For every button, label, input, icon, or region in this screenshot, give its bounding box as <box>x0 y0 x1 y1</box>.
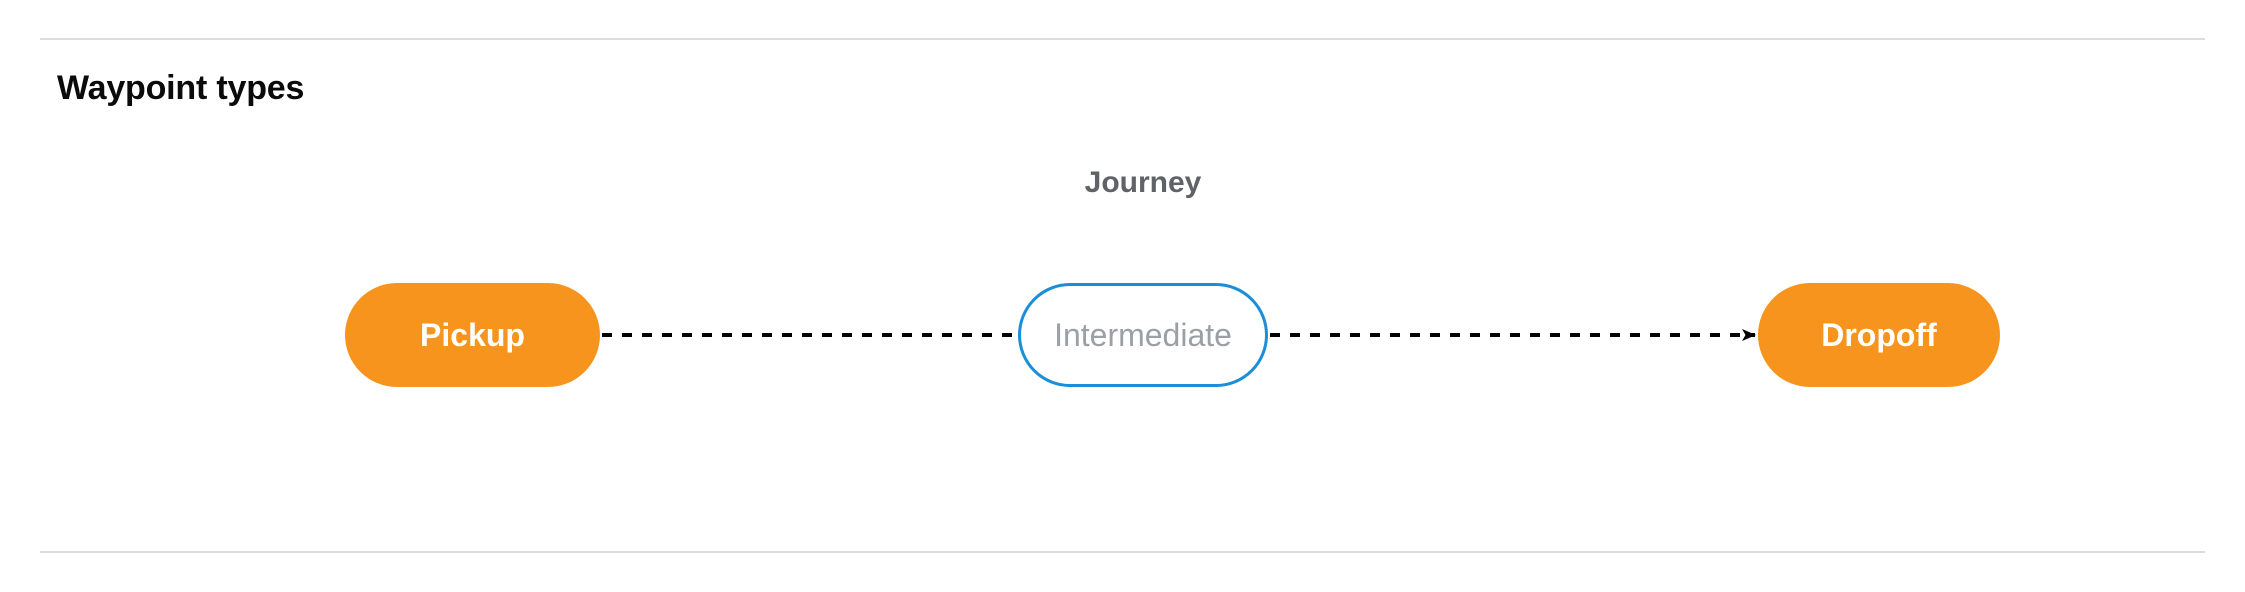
node-pickup-label: Pickup <box>420 317 525 353</box>
page-title: Waypoint types <box>57 69 305 107</box>
journey-group-label: Journey <box>1084 166 1202 199</box>
node-pickup[interactable]: Pickup <box>345 283 600 387</box>
section-divider-bottom <box>40 551 2205 553</box>
node-intermediate[interactable]: Intermediate <box>1018 283 1268 387</box>
node-dropoff[interactable]: Dropoff <box>1758 283 2000 387</box>
node-intermediate-label: Intermediate <box>1054 317 1232 353</box>
node-dropoff-label: Dropoff <box>1821 317 1937 353</box>
section-divider-top <box>40 38 2205 40</box>
